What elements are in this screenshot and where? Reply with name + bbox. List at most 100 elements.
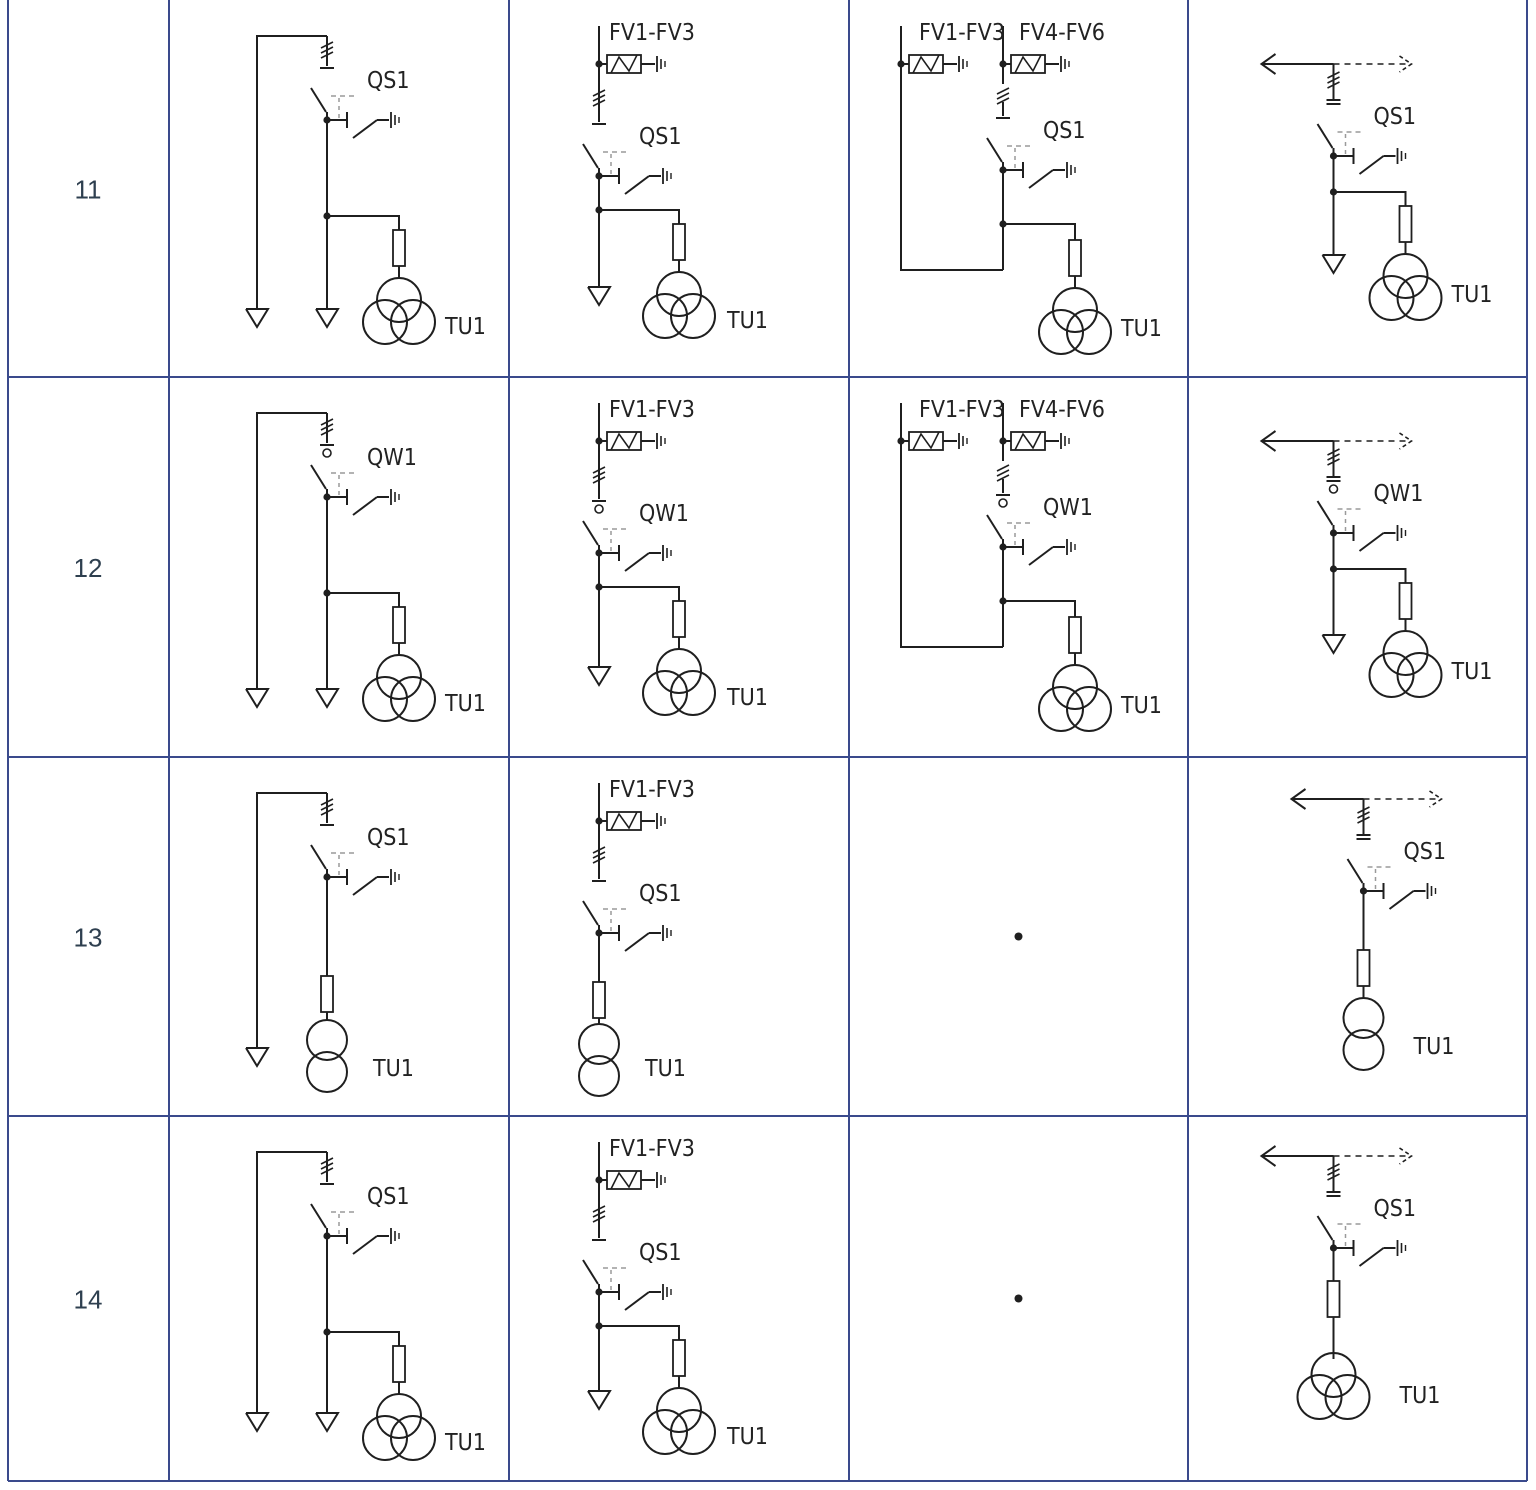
earth-symbol <box>656 56 666 72</box>
transformer-label: TU1 <box>1120 316 1162 342</box>
earth-switch-blade <box>1388 890 1415 910</box>
wire <box>599 1325 680 1340</box>
arrester-label: FV1-FV3 <box>919 20 1005 46</box>
transformer-label: TU1 <box>726 308 768 334</box>
ground-triangle <box>315 1412 340 1433</box>
wire <box>1333 568 1407 583</box>
transformer-label: TU1 <box>1451 659 1493 685</box>
disconnector-symbol: QS1 <box>310 67 410 139</box>
phase-tick <box>592 1205 606 1213</box>
transformer-three-winding-symbol <box>1368 253 1443 321</box>
fuse-symbol <box>1356 949 1371 987</box>
winding-circle <box>376 277 422 323</box>
three-phase-ticks <box>592 466 606 484</box>
wire <box>256 792 327 1048</box>
winding-circle <box>306 1051 348 1093</box>
arrester-label: FV1-FV3 <box>609 20 695 46</box>
three-phase-ticks <box>592 1205 606 1223</box>
fuse-symbol <box>1398 582 1413 620</box>
row-number-label: 11 <box>75 175 102 205</box>
earth-symbol <box>656 813 666 829</box>
earth-switch-blade <box>352 119 378 139</box>
earth-symbol <box>656 433 666 449</box>
earth-symbol <box>390 1228 400 1244</box>
ground-triangle <box>587 666 612 687</box>
breaker-contact-circle <box>322 448 332 458</box>
disconnector-symbol: QS1 <box>310 1183 410 1255</box>
ground-triangle <box>245 688 270 709</box>
phase-tick <box>592 1210 606 1218</box>
earth-switch-blade <box>1028 546 1054 566</box>
winding-circle <box>1396 652 1443 698</box>
switch-blade <box>582 520 599 546</box>
transformer-three-winding-symbol <box>642 1387 716 1455</box>
placeholder-dot <box>1014 932 1023 941</box>
winding-circle <box>1052 287 1098 333</box>
winding-circle <box>1066 309 1112 355</box>
phase-tick <box>592 851 606 859</box>
transformer-three-winding-symbol <box>362 654 436 722</box>
three-phase-ticks <box>592 846 606 864</box>
wire <box>1003 223 1076 240</box>
left-arrow-head <box>1289 788 1307 810</box>
surge-arrester: FV1-FV3 <box>897 397 1005 451</box>
switch-label: QS1 <box>1404 839 1447 865</box>
wire <box>1333 191 1407 206</box>
winding-circle <box>1382 253 1429 299</box>
switch-label: QS1 <box>367 68 410 94</box>
schematic-cell <box>1014 932 1023 941</box>
fuse-symbol <box>1326 1280 1341 1318</box>
transformer-label: TU1 <box>644 1056 686 1082</box>
wire <box>900 613 1003 648</box>
fuse-symbol <box>392 229 406 267</box>
disconnector-symbol: QS1 <box>310 824 410 896</box>
surge-arrester: FV1-FV3 <box>595 1136 695 1190</box>
earth-switch-blade <box>1358 1247 1385 1267</box>
phase-tick <box>592 846 606 854</box>
winding-circle <box>656 271 702 317</box>
wire <box>327 215 400 230</box>
wire <box>599 209 680 224</box>
earth-switch-blade <box>352 1235 378 1255</box>
arrester-label: FV4-FV6 <box>1019 20 1105 46</box>
switch-blade <box>582 1259 599 1285</box>
three-phase-ticks <box>592 89 606 107</box>
switch-label: QW1 <box>639 501 689 527</box>
earth-symbol <box>390 869 400 885</box>
switch-blade <box>986 137 1003 163</box>
surge-arrester: FV4-FV6 <box>999 20 1105 74</box>
breaker-contact-circle <box>998 498 1008 508</box>
winding-circle <box>390 676 436 722</box>
earth-symbol <box>656 1172 666 1188</box>
winding-circle <box>376 654 422 700</box>
left-arrow-head <box>1259 53 1277 75</box>
switch-label: QS1 <box>367 825 410 851</box>
switch-blade <box>1316 500 1334 526</box>
winding-circle <box>1396 275 1443 321</box>
placeholder-dot <box>1014 1294 1023 1303</box>
phase-tick <box>996 469 1010 477</box>
phase-tick <box>592 99 606 107</box>
winding-circle <box>362 1415 408 1461</box>
phase-tick <box>996 474 1010 482</box>
varistor-curve <box>610 54 638 74</box>
row-number-label: 12 <box>74 553 103 583</box>
fuse-symbol <box>1068 616 1082 654</box>
wire <box>256 35 327 309</box>
disconnector-symbol: QS1 <box>582 880 682 952</box>
earth-switch-blade <box>624 175 650 195</box>
switch-label: QW1 <box>1043 495 1093 521</box>
earth-switch-blade <box>1358 532 1385 552</box>
earth-symbol <box>662 545 672 561</box>
wire <box>900 236 1003 271</box>
winding-circle <box>578 1023 620 1065</box>
earth-symbol <box>662 1284 672 1300</box>
surge-arrester: FV1-FV3 <box>595 20 695 74</box>
winding-circle <box>656 648 702 694</box>
schematic-cell <box>1014 1294 1023 1303</box>
